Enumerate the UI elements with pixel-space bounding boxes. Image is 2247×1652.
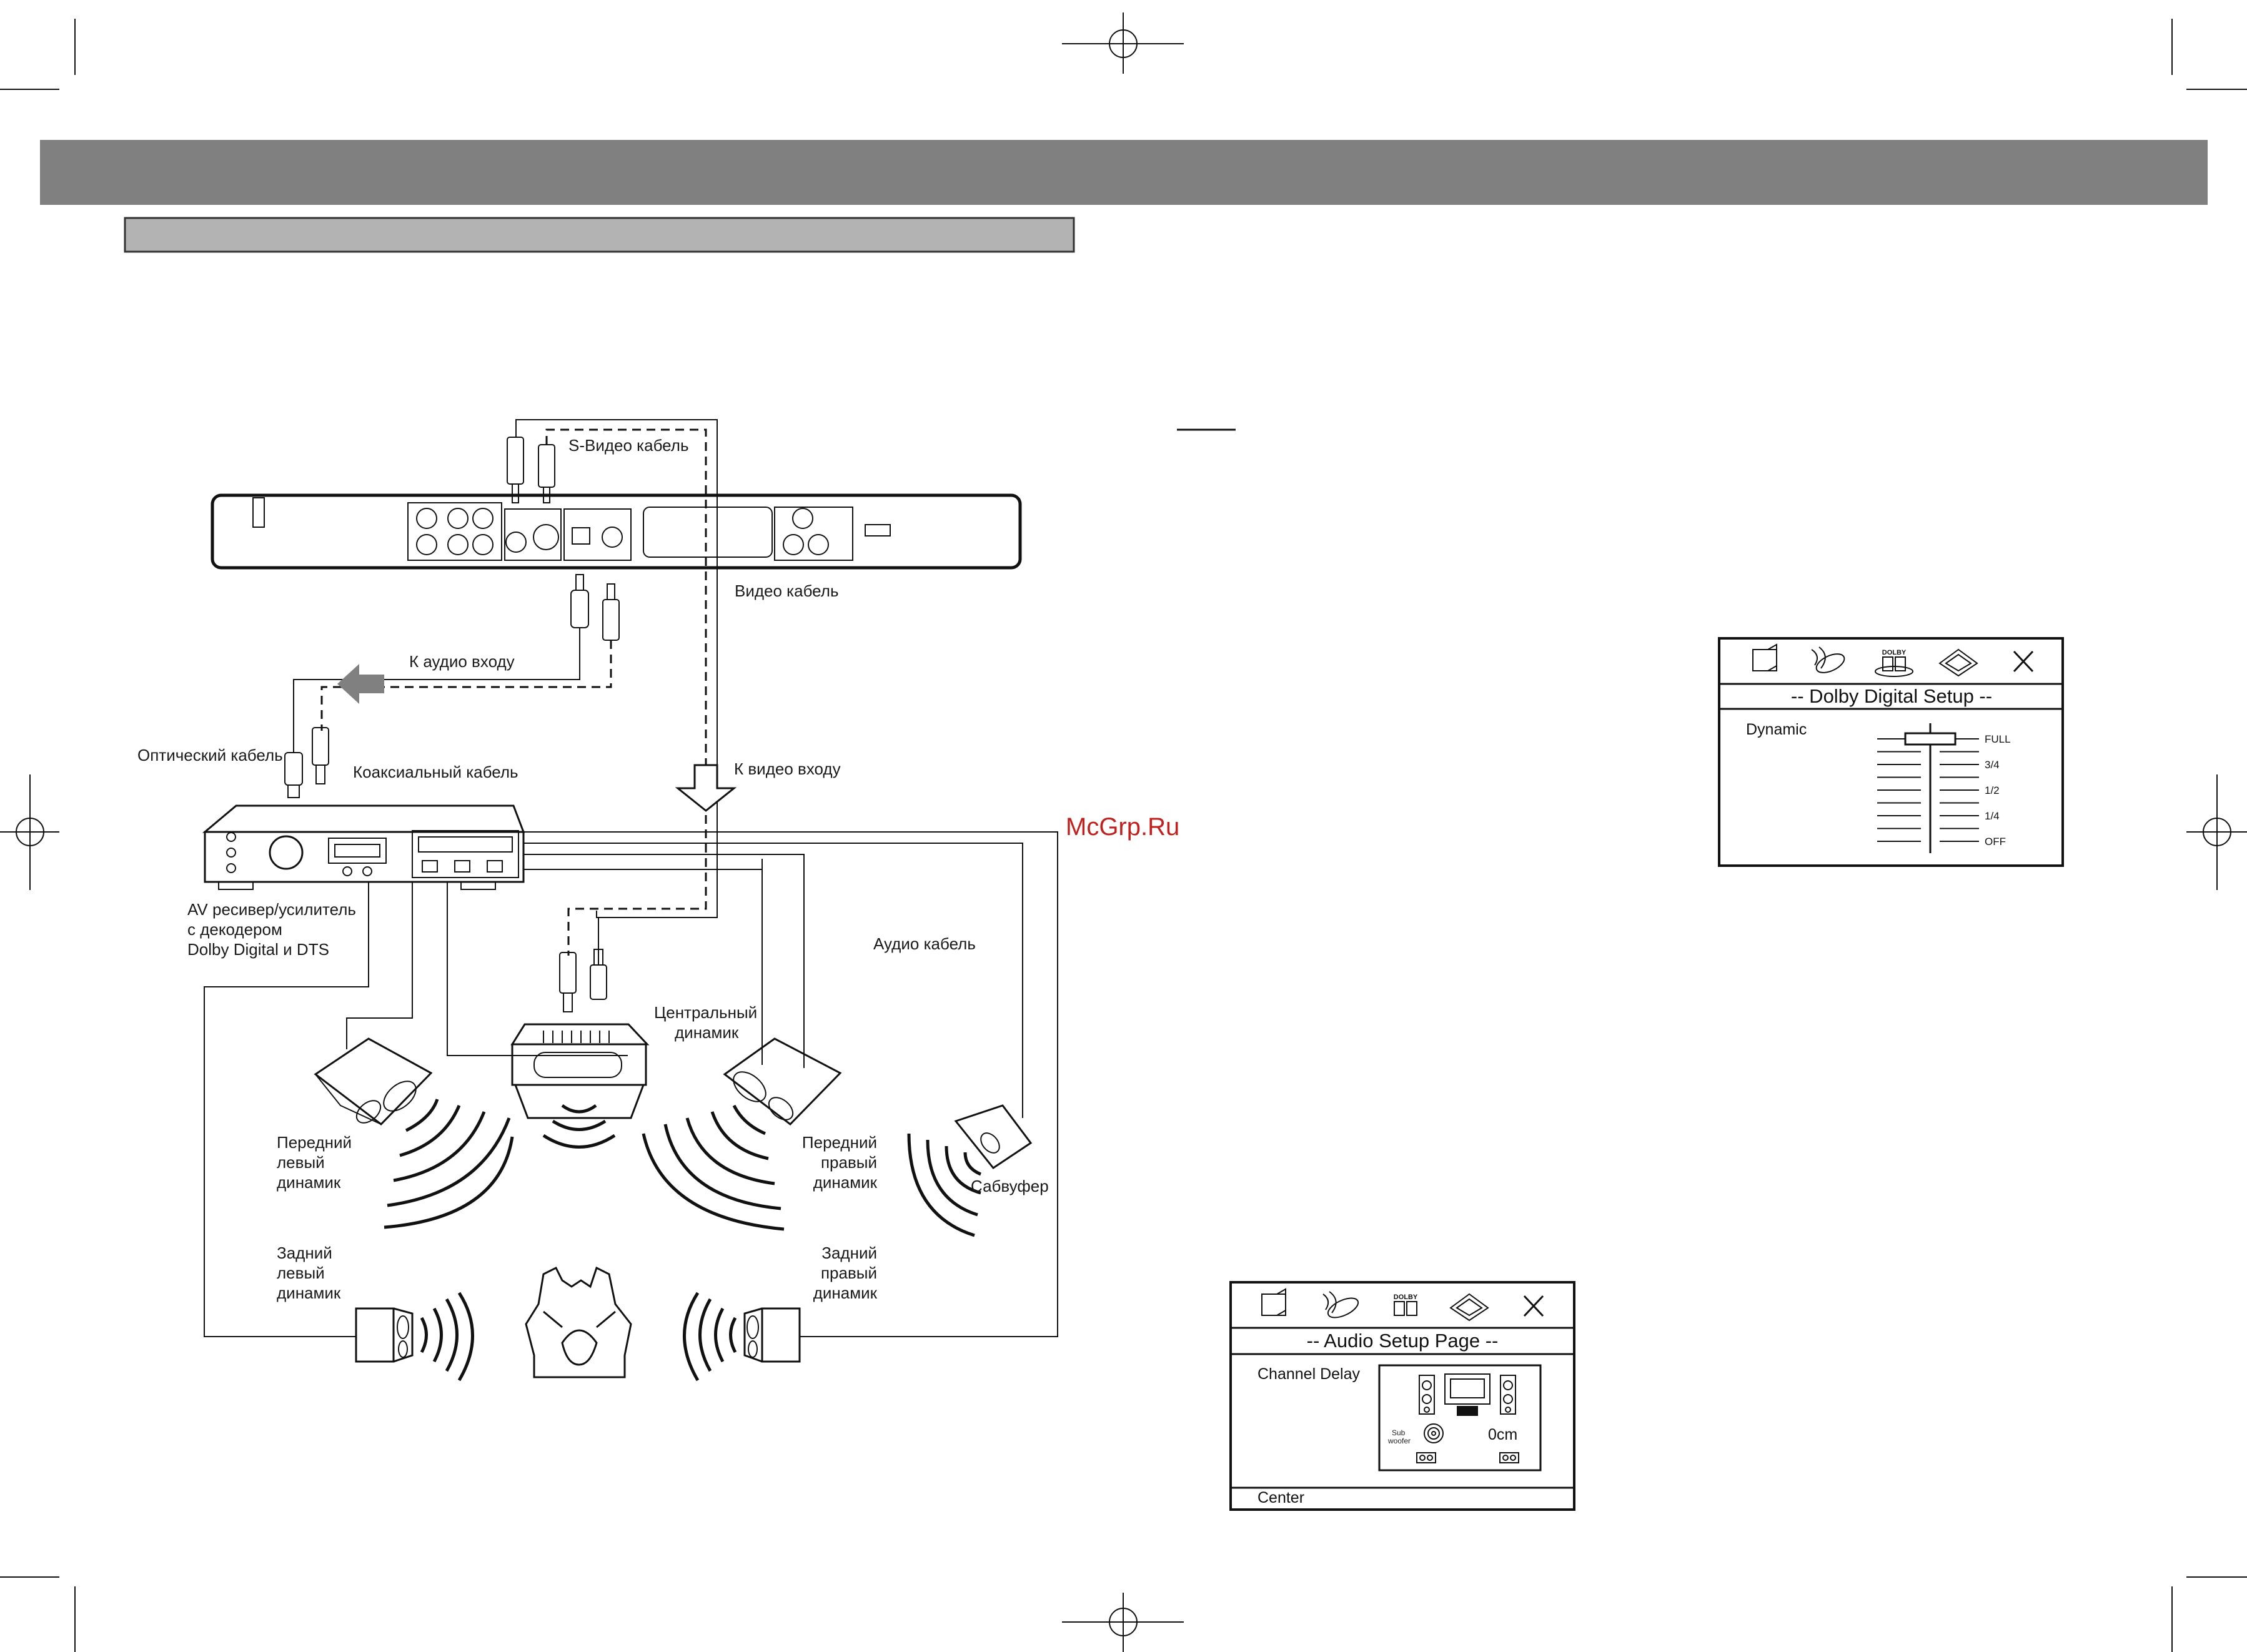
front-right-label-line3: динамик (813, 1173, 878, 1192)
front-right-label-line2: правый (821, 1153, 877, 1172)
rear-left-sound-waves (420, 1292, 474, 1382)
crop-marks (0, 12, 2247, 1652)
optical-cable-label: Оптический кабель (137, 746, 283, 764)
receiver-plugs (284, 727, 329, 798)
coaxial-cable-label: Коаксиальный кабель (353, 763, 518, 781)
slider-tick-label: OFF (1985, 836, 2006, 848)
video-cable-label: Видео кабель (735, 581, 839, 600)
audio-screen-title: -- Audio Setup Page -- (1307, 1330, 1499, 1352)
receiver-label-line2: с декодером (187, 920, 282, 939)
dvd-player-rear-panel (211, 493, 1022, 570)
rear-right-label-line2: правый (821, 1264, 877, 1282)
rear-left-label-line1: Задний (277, 1244, 332, 1262)
subwoofer-icon[interactable] (1424, 1423, 1444, 1443)
rear-left-label-line2: левый (277, 1264, 325, 1282)
av-receiver (202, 804, 525, 890)
speaker-setup-icon[interactable] (1322, 1291, 1361, 1322)
center-sound-waves (542, 1104, 616, 1149)
preference-icon[interactable] (1449, 1293, 1489, 1322)
slider-tick-label: 1/4 (1985, 810, 2000, 822)
subwoofer-label-line2: woofer (1387, 1437, 1411, 1445)
rear-left-label-line3: динамик (277, 1284, 341, 1302)
video-input-arrow (675, 764, 737, 812)
rear-left-speaker-icon[interactable] (1416, 1452, 1436, 1463)
channel-delay-label: Channel Delay (1257, 1365, 1360, 1383)
center-label-line1: Центральный (654, 1003, 757, 1022)
audio-cable-label: Аудио кабель (873, 934, 976, 953)
rear-right-speaker (743, 1307, 801, 1363)
rear-right-sound-waves (683, 1292, 737, 1382)
to-audio-input-label: К аудио входу (409, 652, 515, 671)
subwoofer-label-line1: Sub (1392, 1428, 1406, 1437)
watermark: McGrp.Ru (1066, 813, 1179, 841)
exit-icon[interactable] (2013, 650, 2034, 673)
subwoofer-label: Сабвуфер (971, 1177, 1049, 1195)
tv-center-icon[interactable] (1444, 1373, 1491, 1416)
front-left-speaker (314, 1037, 433, 1125)
front-left-speaker-icon[interactable] (1419, 1375, 1435, 1415)
status-line: Center (1257, 1489, 1304, 1506)
listener-icon (525, 1266, 632, 1378)
front-right-label-line1: Передний (802, 1133, 877, 1152)
header-band (40, 140, 2208, 205)
section-bar (124, 217, 1075, 253)
audio-input-arrow (337, 664, 384, 704)
channel-delay-layout: Sub woofer 0cm (1378, 1364, 1542, 1471)
slider-thumb[interactable] (1904, 732, 1957, 746)
rear-right-label-line3: динамик (813, 1284, 878, 1302)
dolby-setup-icon[interactable]: DOLBY (1394, 1293, 1418, 1316)
front-right-speaker-icon[interactable] (1500, 1375, 1516, 1415)
center-plugs (559, 949, 607, 1012)
slider-tick-label: 3/4 (1985, 759, 2000, 771)
speaker-setup-icon[interactable] (1811, 646, 1847, 676)
rear-right-speaker-icon[interactable] (1499, 1452, 1519, 1463)
front-right-sound-waves (642, 1104, 785, 1231)
receiver-label-line1: AV ресивер/усилитель (187, 900, 356, 919)
audio-plugs (570, 574, 620, 641)
to-video-input-label: К видео входу (734, 759, 841, 778)
dolby-setup-icon[interactable]: DOLBY (1875, 649, 1913, 677)
svg-text:DOLBY: DOLBY (1882, 649, 1907, 656)
center-label-line2: динамик (675, 1023, 739, 1042)
center-speaker (510, 1023, 650, 1119)
connection-diagram: S-Видео кабель Видео кабель К аудио вход… (137, 419, 1058, 1382)
exit-icon[interactable] (1523, 1295, 1544, 1317)
front-right-speaker (723, 1037, 842, 1125)
svg-text:DOLBY: DOLBY (1394, 1293, 1418, 1301)
front-left-sound-waves (384, 1099, 514, 1229)
svideo-cable-label: S-Видео кабель (568, 436, 689, 455)
speaker-wires (204, 831, 1058, 1337)
front-left-label-line1: Передний (277, 1133, 352, 1152)
receiver-label-line3: Dolby Digital и DTS (187, 940, 329, 959)
audio-setup-page-screen: DOLBY -- Audio Setup Page -- Channel Del… (1229, 1281, 1575, 1511)
subwoofer-speaker (954, 1104, 1033, 1170)
front-left-label-line3: динамик (277, 1173, 341, 1192)
slider-tick-label: FULL (1985, 733, 2011, 745)
subwoofer-sound-waves (907, 1133, 982, 1237)
dolby-digital-setup-screen: DOLBY -- Dolby Digital Setup -- Dynamic … (1718, 637, 2064, 867)
general-setup-icon[interactable] (1752, 643, 1777, 671)
top-plugs (507, 437, 555, 503)
general-setup-icon[interactable] (1261, 1288, 1286, 1316)
rear-right-label-line1: Задний (821, 1244, 877, 1262)
rear-left-speaker (355, 1307, 414, 1363)
channel-delay-value: 0cm (1488, 1426, 1517, 1443)
front-left-label-line2: левый (277, 1153, 325, 1172)
slider-tick-label: 1/2 (1985, 784, 2000, 796)
preference-icon[interactable] (1938, 648, 1978, 677)
dolby-screen-title: -- Dolby Digital Setup -- (1791, 685, 1992, 707)
dolby-dynamic-label: Dynamic (1746, 721, 1807, 738)
